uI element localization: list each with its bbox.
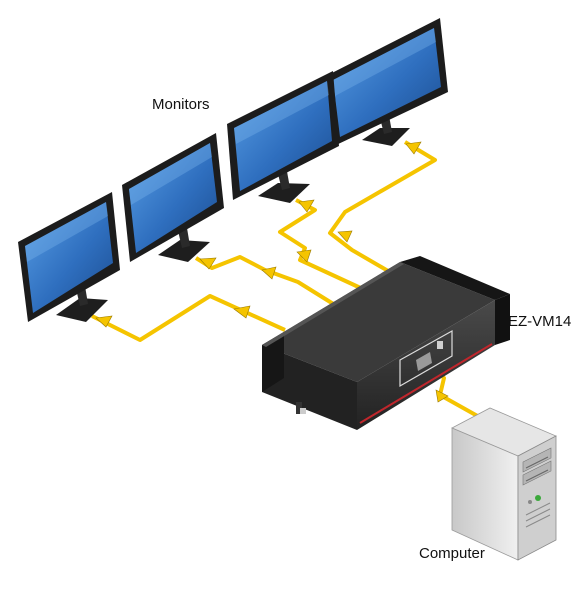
computer-tower-icon	[451, 407, 557, 561]
computer-label: Computer	[419, 545, 485, 562]
monitor-icon	[18, 192, 120, 322]
arrow-icon	[296, 249, 312, 263]
monitor-icon	[122, 133, 224, 262]
arrow-icon	[261, 266, 277, 280]
arrow-icon	[435, 389, 449, 403]
cable-monitor-4	[328, 140, 437, 277]
arrow-icon	[298, 199, 315, 213]
monitors-label: Monitors	[152, 96, 210, 113]
arrow-icon	[233, 305, 251, 319]
monitor-icon	[326, 18, 448, 146]
device-label: EZ-VM14	[508, 313, 572, 330]
monitor-icon	[227, 71, 339, 203]
arrow-icon	[405, 141, 422, 155]
arrow-icon	[199, 257, 217, 270]
arrow-icon	[95, 315, 113, 328]
cable-monitor-3	[278, 198, 366, 292]
arrow-icon	[337, 230, 353, 243]
cable-monitor-1	[91, 294, 286, 342]
splitter-device-icon	[262, 256, 510, 430]
